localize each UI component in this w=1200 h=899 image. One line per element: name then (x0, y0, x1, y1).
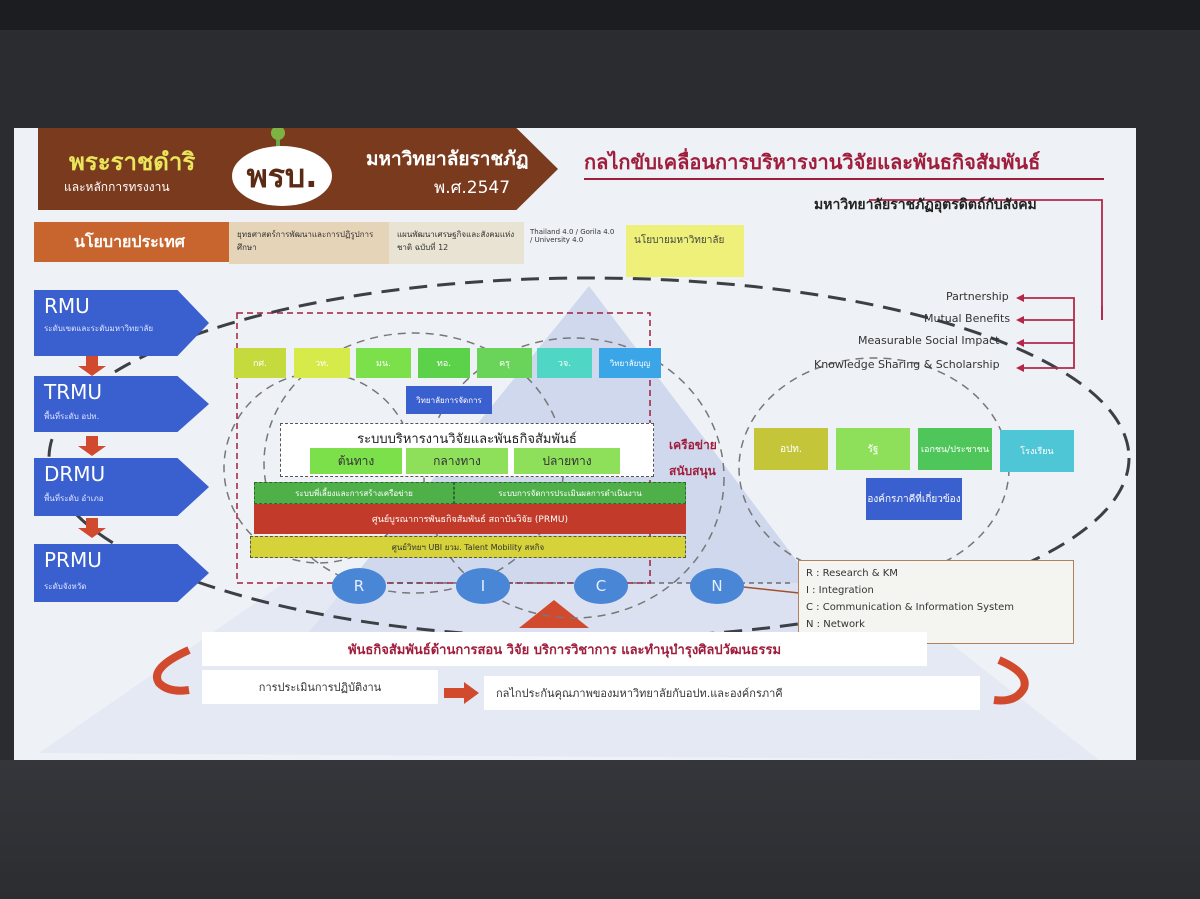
univ-act-year: พ.ศ.2547 (434, 178, 511, 198)
unit-7: วิทยาลัยบุญ (599, 348, 661, 378)
level-drmu-name: DRMU (44, 462, 106, 486)
stage-end: ปลายทาง (514, 448, 620, 474)
ricn-i: I (456, 568, 510, 604)
level-prmu-name: PRMU (44, 548, 102, 572)
unit-4: ทอ. (418, 348, 470, 378)
act-badge: พรบ. (232, 146, 332, 206)
ricn-r: R (332, 568, 386, 604)
bar-prmu-center: ศูนย์บูรณาการพันธกิจสัมพันธ์ สถาบันวิจัย… (254, 504, 686, 534)
outcome-knowledge-sharing: Knowledge Sharing & Scholarship (814, 358, 1000, 371)
unit-6: วจ. (537, 348, 592, 378)
partner-state: รัฐ (836, 428, 910, 470)
level-trmu-desc: พื้นที่ระดับ อปท. (44, 412, 100, 421)
bar-evaluation: ระบบการจัดการประเมินผลการดำเนินงาน (454, 482, 686, 504)
unit-5: ครุ (477, 348, 532, 378)
legend-n: N : Network (806, 619, 865, 630)
slide: พระราชดำริ และหลักการทรงงาน พรบ. มหาวิทย… (14, 128, 1136, 760)
univ-act: มหาวิทยาลัยราชภัฏ (366, 148, 529, 170)
act-leaf (271, 128, 285, 140)
policy-item-2: แผนพัฒนาเศรษฐกิจและสังคมแห่งชาติ ฉบับที่… (389, 222, 524, 264)
policy-label: นโยบายประเทศ (34, 222, 234, 262)
level-rmu-desc: ระดับเขตและระดับมหาวิทยาลัย (44, 324, 154, 333)
outcome-mutual-benefits: Mutual Benefits (924, 312, 1011, 325)
unit-1: กศ. (234, 348, 286, 378)
royal-title: พระราชดำริ (69, 148, 196, 176)
level-prmu (34, 544, 209, 602)
quality-assurance-box: กลไกประกันคุณภาพของมหาวิทยาลัยกับอปท.และ… (484, 676, 980, 710)
partner-local-gov: อปท. (754, 428, 828, 470)
level-rmu (34, 290, 209, 356)
level-trmu-name: TRMU (44, 380, 103, 404)
title-underline (584, 178, 1104, 180)
university-policy: นโยบายมหาวิทยาลัย (626, 225, 744, 277)
policy-item-1: ยุทธศาสตร์การพัฒนาและการปฏิรูปการศึกษา (229, 222, 389, 264)
legend-box (798, 560, 1074, 644)
outcome-partnership: Partnership (946, 290, 1009, 303)
slide-title: กลไกขับเคลื่อนการบริหารงานวิจัยและพันธกิ… (584, 150, 1041, 174)
screen-top-edge (0, 0, 1200, 30)
evaluation-box: การประเมินการปฏิบัติงาน (202, 670, 438, 704)
royal-subtitle: และหลักการทรงงาน (64, 180, 170, 194)
level-drmu-desc: พื้นที่ระดับ อำเภอ (44, 494, 104, 503)
partner-private: เอกชน/ประชาชน (918, 428, 992, 470)
system-title: ระบบบริหารงานวิจัยและพันธกิจสัมพันธ์ (357, 432, 577, 447)
bar-mentor: ระบบพี่เลี้ยงและการสร้างเครือข่าย (254, 482, 454, 504)
bar-science-center: ศูนย์วิทยฯ UBI ยวม. Talent Mobility สหกิ… (250, 536, 686, 558)
support-network: เครือข่ายสนับสนุน (669, 438, 717, 478)
level-drmu (34, 458, 209, 516)
legend-c: C : Communication & Information System (806, 602, 1015, 613)
outcome-social-impact: Measurable Social Impact (858, 334, 1000, 347)
partner-school: โรงเรียน (1000, 430, 1074, 472)
sub-unit: วิทยาลัยการจัดการ (406, 386, 492, 414)
unit-2: วท. (294, 348, 350, 378)
level-rmu-name: RMU (44, 294, 90, 318)
policy-item-3: Thailand 4.0 / Gorila 4.0 / University 4… (530, 228, 615, 244)
ricn-c: C (574, 568, 628, 604)
level-trmu (34, 376, 209, 432)
ricn-n: N (690, 568, 744, 604)
legend-r: R : Research & KM (806, 568, 898, 579)
partner-organization: องค์กรภาคีที่เกี่ยวข้อง (866, 478, 962, 520)
mission-banner: พันธกิจสัมพันธ์ด้านการสอน วิจัย บริการวิ… (202, 632, 927, 666)
screen-bottom-edge (0, 760, 1200, 899)
slide-subtitle: มหาวิทยาลัยราชภัฏอุตรดิตถ์กับสังคม (814, 197, 1037, 213)
level-prmu-desc: ระดับจังหวัด (44, 582, 87, 591)
legend-i: I : Integration (806, 585, 874, 596)
stage-middle: กลางทาง (406, 448, 508, 474)
stage-start: ต้นทาง (310, 448, 402, 474)
unit-3: มน. (356, 348, 411, 378)
